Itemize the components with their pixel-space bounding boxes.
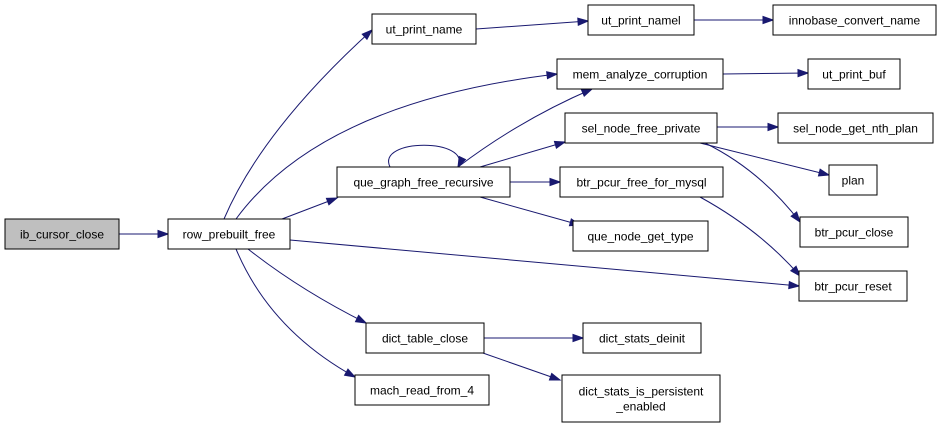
edge-row_prebuilt_free-to-ut_print_name: [223, 28, 374, 220]
node-que-node-get-type[interactable]: que_node_get_type: [572, 220, 709, 252]
node-label: btr_pcur_close: [815, 226, 894, 240]
node-label: ut_print_buf: [822, 68, 886, 82]
edge-sel_node_free_private-to-btr_pcur_close: [704, 142, 801, 224]
node-label: que_graph_free_recursive: [353, 176, 493, 190]
node-label: mach_read_from_4: [370, 384, 474, 398]
edge-mem_analyze_corruption-to-ut_print_buf: [722, 68, 810, 78]
node-innobase-convert-name[interactable]: innobase_convert_name: [772, 4, 937, 36]
node-plan[interactable]: plan: [828, 164, 878, 196]
edge-btr_pcur_free_for_mysql-to-btr_pcur_reset: [699, 196, 801, 278]
edge-row_prebuilt_free-to-mach_read_from_4: [235, 248, 357, 378]
node-label: _enabled: [615, 400, 665, 414]
node-ut-print-name[interactable]: ut_print_name: [371, 13, 477, 45]
edge-ut_print_name-to-ut_print_namel: [475, 17, 590, 30]
node-label: innobase_convert_name: [789, 14, 921, 28]
node-label: plan: [842, 174, 865, 188]
edge-dict_table_close-to-dict_stats_is_persistent_enabled: [479, 351, 562, 381]
edges-layer: [119, 15, 831, 381]
node-sel-node-free-private[interactable]: sel_node_free_private: [564, 112, 718, 144]
node-label: sel_node_free_private: [582, 122, 701, 136]
node-label: ut_print_name: [386, 23, 463, 37]
edge-ut_print_namel-to-innobase_convert_name: [694, 15, 775, 25]
node-mem-analyze-corruption[interactable]: mem_analyze_corruption: [556, 58, 724, 90]
node-label: btr_pcur_reset: [814, 280, 892, 294]
node-label: sel_node_get_nth_plan: [793, 122, 918, 136]
edge-row_prebuilt_free-to-btr_pcur_reset: [289, 239, 801, 290]
node-btr-pcur-free-for-mysql[interactable]: btr_pcur_free_for_mysql: [559, 166, 724, 198]
edge-sel_node_free_private-to-plan: [699, 142, 831, 177]
edge-que_graph_free_recursive-to-btr_pcur_free_for_mysql: [510, 177, 562, 187]
node-label: dict_stats_deinit: [599, 332, 686, 346]
edge-row_prebuilt_free-to-dict_table_close: [247, 248, 368, 324]
node-btr-pcur-reset[interactable]: btr_pcur_reset: [798, 270, 908, 302]
node-btr-pcur-close[interactable]: btr_pcur_close: [799, 216, 909, 248]
node-ut-print-namel[interactable]: ut_print_namel: [587, 4, 695, 36]
node-label: dict_table_close: [382, 332, 468, 346]
edge-que_graph_free_recursive-to-que_node_get_type: [479, 196, 582, 227]
edge-que_graph_free_recursive-to-sel_node_free_private: [479, 140, 567, 168]
node-ut-print-buf[interactable]: ut_print_buf: [807, 58, 901, 90]
node-mach-read-from-4[interactable]: mach_read_from_4: [354, 374, 490, 406]
edge-row_prebuilt_free-to-mem_analyze_corruption: [235, 71, 559, 220]
node-dict-stats-is-persistent-enabled[interactable]: dict_stats_is_persistent_enabled: [561, 374, 721, 423]
edge-dict_table_close-to-dict_stats_deinit: [484, 333, 585, 343]
node-label: ut_print_namel: [601, 14, 680, 28]
node-dict-stats-deinit[interactable]: dict_stats_deinit: [582, 322, 702, 354]
edge-que_graph_free_recursive-to-que_graph_free_recursive: [388, 144, 467, 169]
node-ib-cursor-close[interactable]: ib_cursor_close: [4, 218, 120, 250]
node-label: dict_stats_is_persistent: [579, 385, 704, 399]
node-que-graph-free-recursive[interactable]: que_graph_free_recursive: [336, 166, 511, 198]
nodes-layer: ib_cursor_close row_prebuilt_free ut_print…: [4, 4, 937, 423]
edge-que_graph_free_recursive-to-mem_analyze_corruption: [457, 88, 594, 168]
node-label: row_prebuilt_free: [183, 228, 276, 242]
node-label: ib_cursor_close: [20, 228, 104, 242]
node-row-prebuilt-free[interactable]: row_prebuilt_free: [167, 218, 291, 250]
edge-sel_node_free_private-to-sel_node_get_nth_plan: [717, 122, 780, 132]
node-sel-node-get-nth-plan[interactable]: sel_node_get_nth_plan: [777, 112, 934, 144]
node-dict-table-close[interactable]: dict_table_close: [365, 322, 485, 354]
edge-row_prebuilt_free-to-que_graph_free_recursive: [281, 197, 339, 220]
edge-ib_cursor_close-to-row_prebuilt_free: [119, 229, 170, 239]
node-label: btr_pcur_free_for_mysql: [576, 176, 706, 190]
node-label: que_node_get_type: [587, 230, 693, 244]
node-label: mem_analyze_corruption: [573, 68, 708, 82]
